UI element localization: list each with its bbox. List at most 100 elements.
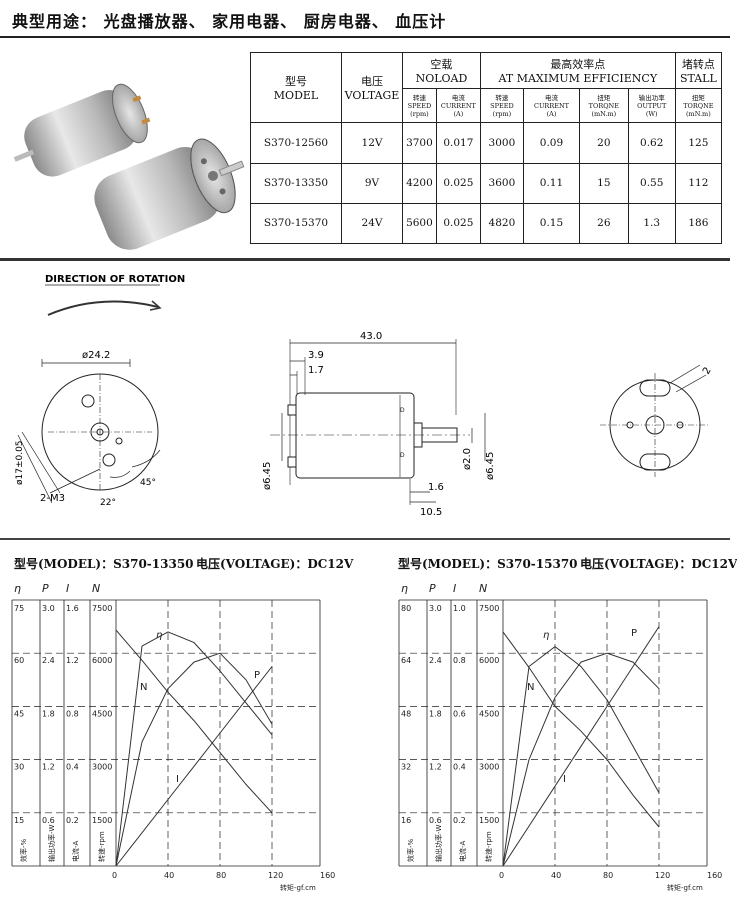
chart2-voltage: 电压(VOLTAGE)：DC12V xyxy=(580,557,737,571)
y-tick-label: 48 xyxy=(401,709,411,718)
table-cell: 12V xyxy=(341,122,403,164)
svg-text:D: D xyxy=(400,452,405,459)
y-tick-label: 1.8 xyxy=(429,709,442,718)
y-tick-label: 1.2 xyxy=(66,656,79,665)
table-cell: 24V xyxy=(341,202,403,245)
x-tick-label: 40 xyxy=(551,871,561,880)
curve-p xyxy=(502,652,660,867)
curve-p xyxy=(115,652,273,867)
dim-terminal-width: 2 xyxy=(701,365,714,376)
y-tick-label: 0.6 xyxy=(42,816,55,825)
y-tick-label: 1.2 xyxy=(429,763,442,772)
x-tick-label: 160 xyxy=(320,871,335,880)
dim-holes: 2-M3 xyxy=(40,493,65,504)
page-title: 典型用途： 光盘播放器、 家用电器、 厨房电器、 血压计 xyxy=(12,12,447,31)
axis-symbol-0: η xyxy=(401,582,408,595)
table-cell: 0.11 xyxy=(522,162,580,204)
y-tick-label: 1.6 xyxy=(66,604,79,613)
y-tick-label: 45 xyxy=(14,709,24,718)
axis-symbol-3: N xyxy=(479,582,487,595)
table-cell: 0.017 xyxy=(435,122,481,164)
chart1-voltage: 电压(VOLTAGE)：DC12V xyxy=(196,557,354,571)
y-tick-label: 0.4 xyxy=(453,763,466,772)
table-cell: 0.15 xyxy=(522,202,580,245)
y-tick-label: 0.8 xyxy=(453,656,466,665)
table-cell: S370-13350 xyxy=(250,162,342,204)
axis-column-label: 电流-A xyxy=(71,840,80,862)
curve-n xyxy=(115,629,273,814)
table-cell: 5600 xyxy=(402,202,437,245)
y-tick-label: 1.0 xyxy=(453,604,466,613)
table-cell: 26 xyxy=(578,202,629,245)
rotation-arrow xyxy=(47,300,159,316)
axis-column-label: 输出功率-W xyxy=(47,824,56,862)
y-tick-label: 3.0 xyxy=(42,604,55,613)
table-cell: 3600 xyxy=(479,162,524,204)
axis-column-label: 效率-% xyxy=(406,838,415,862)
table-cell: 9V xyxy=(341,162,403,204)
dimension-drawing: DIRECTION OF ROTATION ø24.2 ø17±0.05 2-M… xyxy=(15,274,714,518)
y-tick-label: 30 xyxy=(14,763,24,772)
curve-i xyxy=(502,626,660,867)
table-cell: 112 xyxy=(674,162,723,204)
x-tick-label: 80 xyxy=(216,871,226,880)
mid-divider xyxy=(0,258,730,261)
axis-column-label: 转速-rpm xyxy=(97,831,106,862)
y-tick-label: 64 xyxy=(401,656,411,665)
curve-label-eta: η xyxy=(543,630,549,641)
table-cell: 4200 xyxy=(402,162,437,204)
dim-10-5: 10.5 xyxy=(420,507,442,518)
axis-column-label: 输出功率-W xyxy=(434,824,443,862)
y-tick-label: 2.4 xyxy=(42,656,55,665)
y-tick-label: 4500 xyxy=(479,709,499,718)
y-tick-label: 0.2 xyxy=(453,816,466,825)
table-cell: 3700 xyxy=(402,122,437,164)
axis-column-label: 效率-% xyxy=(19,838,28,862)
y-tick-label: 3000 xyxy=(479,763,499,772)
table-cell: 15 xyxy=(578,162,629,204)
y-tick-label: 0.4 xyxy=(66,763,79,772)
table-cell: 186 xyxy=(674,202,723,245)
curve-label-n: N xyxy=(140,682,147,693)
table-cell: 125 xyxy=(674,122,723,164)
dim-3-9: 3.9 xyxy=(308,350,324,361)
curve-eta xyxy=(115,631,273,867)
dim-boss-right: ø6.45 xyxy=(485,452,496,480)
rear-view xyxy=(600,364,710,477)
dim-angle-45: 45° xyxy=(140,478,156,488)
y-tick-label: 60 xyxy=(14,656,24,665)
table-cell: 3000 xyxy=(479,122,524,164)
dim-boss-left: ø6.45 xyxy=(262,462,273,490)
curve-n xyxy=(502,631,660,828)
y-tick-label: 0.2 xyxy=(66,816,79,825)
y-tick-label: 1500 xyxy=(92,816,112,825)
y-tick-label: 0.6 xyxy=(453,709,466,718)
table-cell: 1.3 xyxy=(627,202,676,245)
rotation-label: DIRECTION OF ROTATION xyxy=(45,274,185,285)
curve-eta xyxy=(502,645,660,867)
dim-shaft: ø2.0 xyxy=(462,448,473,470)
table-cell: 0.025 xyxy=(435,162,481,204)
curve-label-p: P xyxy=(254,670,260,681)
curve-label-eta: η xyxy=(156,630,162,641)
y-tick-label: 1500 xyxy=(479,816,499,825)
x-tick-label: 120 xyxy=(268,871,283,880)
x-tick-label: 160 xyxy=(707,871,722,880)
y-tick-label: 80 xyxy=(401,604,411,613)
x-tick-label: 0 xyxy=(499,871,504,880)
top-divider xyxy=(0,36,730,38)
y-tick-label: 0.8 xyxy=(66,709,79,718)
